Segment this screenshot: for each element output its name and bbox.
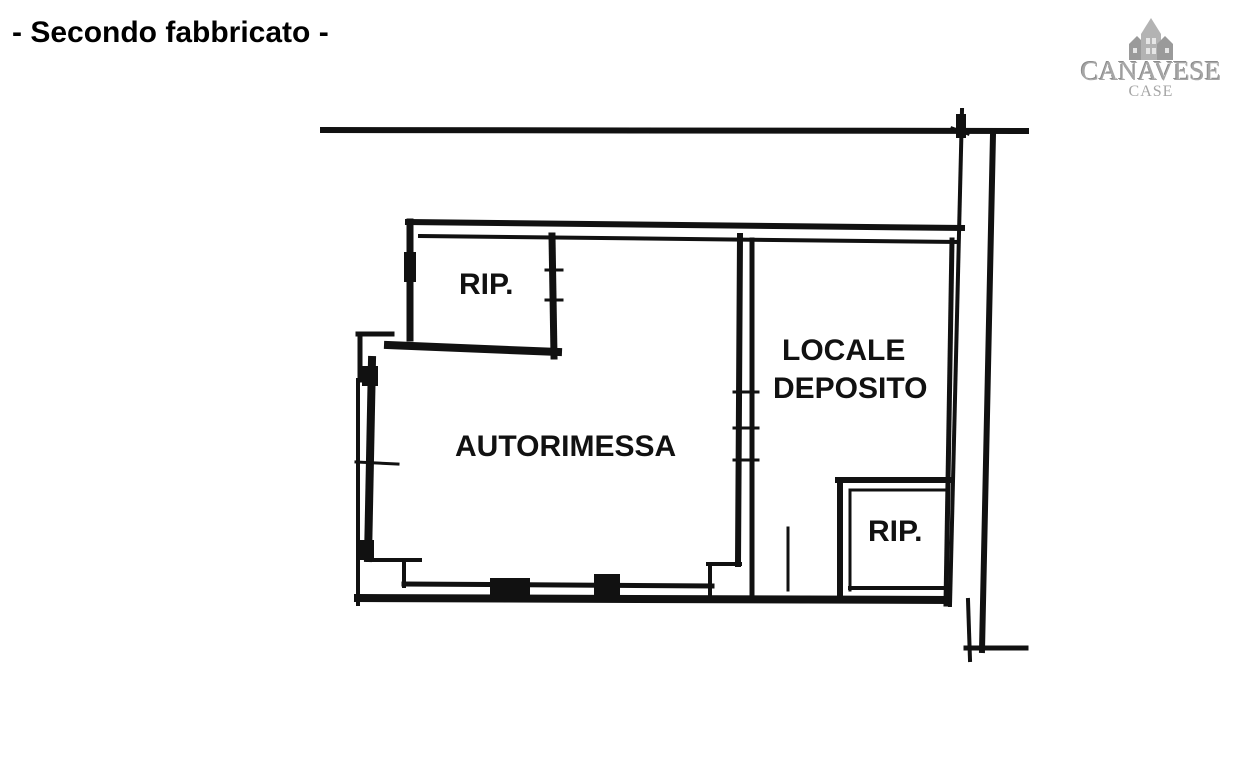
page-title: - Secondo fabbricato - <box>12 16 329 49</box>
wall-block-5 <box>594 574 620 602</box>
top-wall-inner <box>417 233 961 245</box>
wall-block-1 <box>404 252 416 282</box>
tick-mark-1 <box>354 460 400 466</box>
bottom-wall <box>353 593 953 605</box>
wall-block-2 <box>362 366 378 386</box>
boundary-right-line-outer <box>978 130 997 654</box>
wall-block-4 <box>490 578 530 602</box>
room-label-deposito: DEPOSITO <box>773 372 928 405</box>
west-wall <box>363 355 377 563</box>
deposito-east-wall <box>943 237 955 607</box>
wall-block-6 <box>956 114 966 138</box>
rip-top-right-wall <box>548 232 558 360</box>
partition-wall-left <box>734 232 744 568</box>
houses-icon <box>1129 18 1173 60</box>
top-wall <box>404 218 966 232</box>
wall-block-3 <box>360 540 374 560</box>
rip-top-bottom-wall <box>383 340 563 357</box>
boundary-right-line-inner <box>947 107 965 608</box>
boundary-right-post <box>965 597 973 663</box>
logo-brand-text: CANAVESE <box>1080 56 1222 86</box>
garage-sill <box>401 581 715 589</box>
room-label-rip-bottom: RIP. <box>868 515 923 548</box>
logo: CANAVESE CASE <box>1076 14 1226 104</box>
logo-sub-text: CASE <box>1128 83 1174 100</box>
room-label-autorimessa: AUTORIMESSA <box>455 430 677 463</box>
room-label-locale: LOCALE <box>782 334 906 367</box>
room-label-rip-top: RIP. <box>459 268 514 301</box>
boundary-top-line <box>319 126 1030 135</box>
